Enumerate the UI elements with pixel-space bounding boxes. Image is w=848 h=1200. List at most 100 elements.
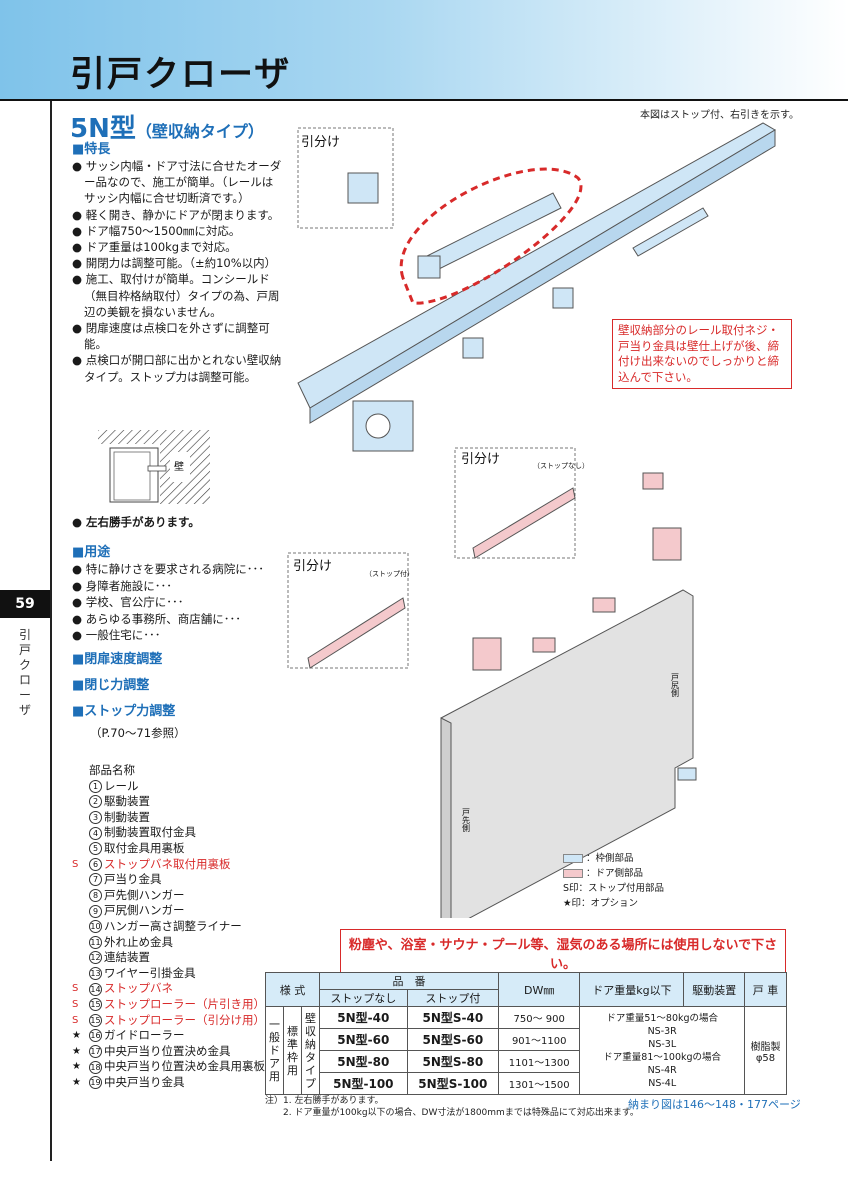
part-name: 中央戸当り位置決め金具用裏板 bbox=[104, 1059, 265, 1074]
part-name: ストップバネ取付用裏板 bbox=[104, 856, 231, 871]
th-stop-nashi: ストップなし bbox=[319, 989, 408, 1007]
figure-note: 本図はストップ付、右引きを示す。 bbox=[640, 110, 799, 121]
part-number: 8 bbox=[89, 889, 102, 903]
part-number: 2 bbox=[89, 795, 102, 809]
part-mark: ★ bbox=[72, 1045, 81, 1057]
part-name: ガイドローラー bbox=[104, 1028, 185, 1043]
model-cell: 5N型-80 bbox=[319, 1050, 408, 1073]
reference-pages: （P.70～71参照） bbox=[90, 726, 186, 740]
part-number: 11 bbox=[89, 935, 102, 949]
part-number: 18 bbox=[89, 1060, 102, 1074]
part-name: 外れ止め金具 bbox=[104, 934, 173, 949]
part-name: 制動装置取付金具 bbox=[104, 825, 196, 840]
guide-roller bbox=[677, 767, 697, 781]
svg-text:（ストップ付）: （ストップ付） bbox=[365, 569, 414, 578]
page-title: 引戸クローザ bbox=[70, 55, 292, 95]
part-name: 戸先側ハンガー bbox=[104, 887, 185, 902]
legend: ：枠側部品 ：ドア側部品 S印：ストップ付用部品 ★印：オプション bbox=[563, 851, 664, 911]
part-name: 戸当り金具 bbox=[104, 872, 162, 887]
svg-text:（ストップなし）: （ストップなし） bbox=[533, 462, 589, 470]
th-drive: 駆動装置 bbox=[683, 972, 745, 1007]
feature-item: ● 開閉力は調整可能。（±約10%以内） bbox=[72, 256, 277, 271]
part-name: ストップバネ bbox=[104, 981, 173, 996]
connector bbox=[642, 472, 664, 490]
part-name: 中央戸当り金具 bbox=[104, 1074, 185, 1089]
side-title: 引戸クローザ bbox=[19, 628, 32, 717]
part-name: 制動装置 bbox=[104, 809, 150, 824]
part-number: 1 bbox=[89, 779, 102, 793]
header-rule bbox=[0, 99, 848, 101]
style-wall: 壁収納タイプ bbox=[301, 1006, 320, 1095]
exploded-diagram: 引分け 引分け （ストップなし） 引分け （ストップ付） 戸尻側 戸先側 bbox=[287, 122, 776, 918]
wall-warning-box: 壁収納部分のレール取付ネジ・戸当り金具は壁仕上げが後、締付け出来ないのでしっかり… bbox=[612, 319, 792, 389]
model-cell: 5N型S-100 bbox=[406, 1072, 500, 1095]
features-list: ● サッシ内幅・ドア寸法に合せたオーダー品なので、施工が簡単。（レールはサッシ内… bbox=[72, 158, 282, 385]
part-number: 17 bbox=[89, 1044, 102, 1058]
part-number: 3 bbox=[89, 811, 102, 825]
part-mark: S bbox=[72, 998, 79, 1010]
feature-item: ● サッシ内幅・ドア寸法に合せたオーダー品なので、施工が簡単。（レールはサッシ内… bbox=[72, 159, 282, 206]
model-subtitle: （壁収納タイプ） bbox=[135, 122, 264, 141]
door-front-label: 戸先側 bbox=[462, 808, 471, 832]
part-name: 戸尻側ハンガー bbox=[104, 903, 185, 918]
part-number: 7 bbox=[89, 873, 102, 887]
dw-cell: 901～1100 bbox=[498, 1028, 581, 1051]
part-number: 5 bbox=[89, 842, 102, 856]
th-dw: DW㎜ bbox=[498, 972, 581, 1007]
table-notes: 注）1. 左右勝手があります。 2. ドア重量が100kg以下の場合、DW寸法が… bbox=[265, 1096, 639, 1119]
part-name: 中央戸当り位置決め金具 bbox=[104, 1043, 231, 1058]
uses-list: ● 特に静けさを要求される病院に･･･ ● 身障者施設に･･･ ● 学校、官公庁… bbox=[72, 561, 264, 644]
drive-cell: ドア重量51～80kgの場合 NS-3R NS-3L ドア重量81～100kgの… bbox=[579, 1006, 745, 1095]
part-mark: ★ bbox=[72, 1061, 81, 1073]
part-name: ストップローラー（引分け用） bbox=[104, 1012, 265, 1027]
part-mark: ★ bbox=[72, 1030, 81, 1042]
part-number: 6 bbox=[89, 857, 102, 871]
door-tail-label: 戸尻側 bbox=[671, 673, 680, 697]
page-number: 59 bbox=[0, 590, 50, 618]
front-hanger bbox=[472, 637, 502, 671]
usage-warning: 粉塵や、浴室・サウナ・プール等、湿気のある場所には使用しないで下さい。 bbox=[340, 929, 786, 977]
feature-item: ● ドア重量は100kgまで対応。 bbox=[72, 240, 237, 255]
th-style: 様 式 bbox=[265, 972, 320, 1007]
use-item: ● 学校、官公庁に･･･ bbox=[72, 595, 184, 609]
style-general: 一般ドア用 bbox=[265, 1006, 284, 1095]
model-name: 5N型 bbox=[70, 114, 136, 144]
use-item: ● 特に静けさを要求される病院に･･･ bbox=[72, 562, 264, 576]
part-number: 13 bbox=[89, 967, 102, 981]
model-cell: 5N型S-60 bbox=[406, 1028, 500, 1051]
page-reference-link[interactable]: 納まり図は146～148・177ページ bbox=[628, 1098, 801, 1111]
part-number: 12 bbox=[89, 951, 102, 965]
spec-table: 様 式 品 番 DW㎜ ドア重量kg以下 駆動装置 戸 車 ストップなし ストッ… bbox=[265, 972, 787, 1095]
model-heading: 5N型（壁収納タイプ） bbox=[70, 108, 264, 145]
part-mark: S bbox=[72, 983, 79, 995]
th-roller: 戸 車 bbox=[744, 972, 787, 1007]
note-line: 2. ドア重量が100kg以下の場合、DW寸法が1800mmまでは特殊品にて対応… bbox=[265, 1107, 639, 1118]
wall-label: 壁 bbox=[174, 460, 184, 473]
svg-text:引分け: 引分け bbox=[461, 452, 500, 467]
use-item: ● 身障者施設に･･･ bbox=[72, 578, 172, 593]
features-heading: ■特長 bbox=[72, 142, 111, 157]
dw-cell: 1301～1500 bbox=[498, 1072, 581, 1095]
roller-cell: 樹脂製 φ58 bbox=[744, 1006, 787, 1095]
th-hinban: 品 番 bbox=[318, 972, 500, 990]
part-name: 連結装置 bbox=[104, 950, 150, 965]
legend-item: ：枠側部品 bbox=[563, 851, 664, 866]
feature-item: ● ドア幅750～1500㎜に対応。 bbox=[72, 223, 241, 238]
part-name: ハンガー高さ調整ライナー bbox=[104, 918, 242, 933]
style-standard: 標準枠用 bbox=[283, 1006, 302, 1095]
use-item: ● あらゆる事務所、商店舗に･･･ bbox=[72, 611, 241, 626]
